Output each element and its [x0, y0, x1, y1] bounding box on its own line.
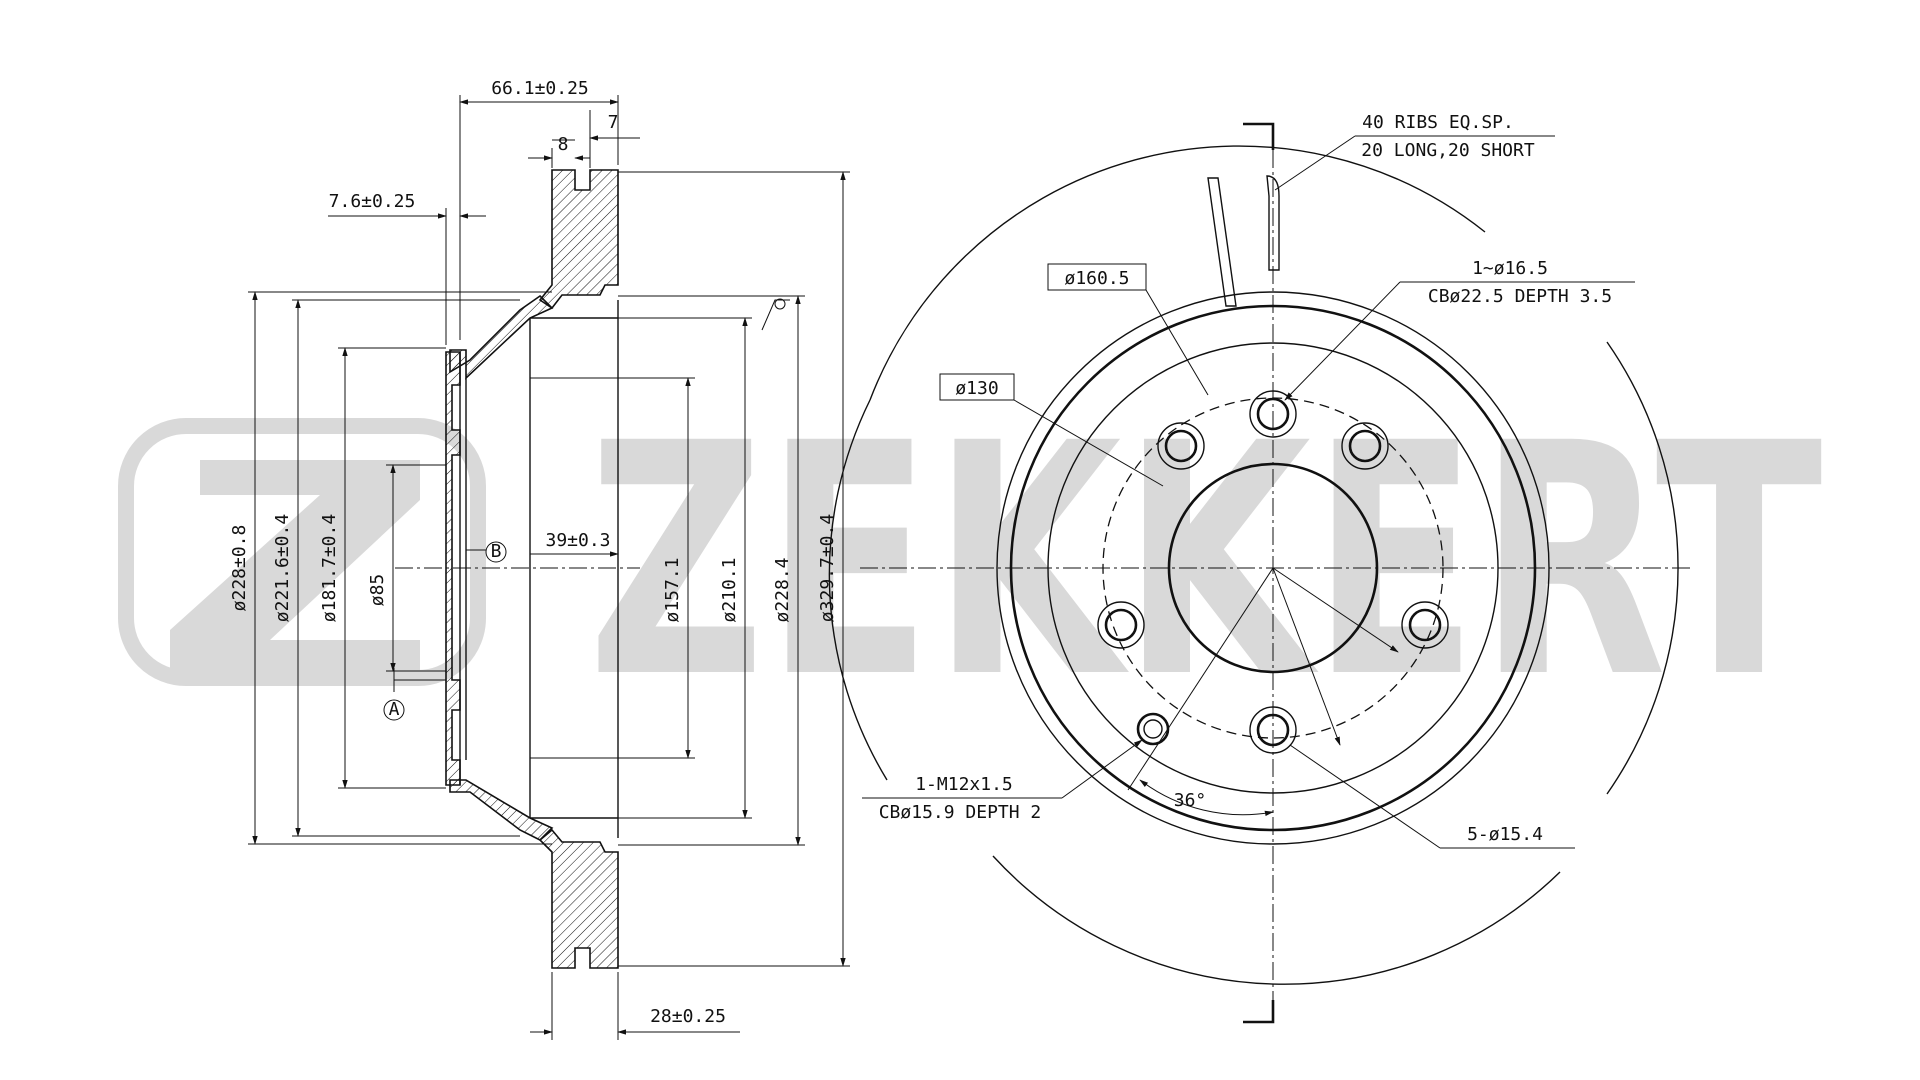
- dim-d181-7: ø181.7±0.4: [319, 347, 446, 789]
- dim-d157-1: ø157.1: [530, 377, 695, 759]
- bolt-hole-lower-right: [1401, 601, 1449, 649]
- dim-disc-thickness-label: 28±0.25: [650, 1006, 726, 1027]
- dim-d228-4-label: ø228.4: [772, 557, 793, 622]
- dim-hub-depth-label: 66.1±0.25: [491, 78, 589, 99]
- disc-outer-arc-bottom: [992, 855, 1561, 985]
- bolt-hole-upper-right: [1341, 422, 1389, 470]
- bolt-hole-bottom: [1249, 706, 1297, 754]
- dim-d228-4: ø228.4: [618, 295, 805, 846]
- section-marker-bottom: [1243, 1000, 1275, 1024]
- dim-flange-thickness: 7.6±0.25: [328, 191, 486, 345]
- callout-pcd-outer: ø160.5: [1047, 263, 1341, 746]
- dim-d221-6-label: ø221.6±0.4: [272, 514, 293, 622]
- watermark: ZEKKERT: [118, 376, 1824, 748]
- dim-d221-6: ø221.6±0.4: [272, 299, 520, 837]
- bolt-hole-top: [1249, 390, 1297, 438]
- callout-single-hole-line2: CBø22.5 DEPTH 3.5: [1428, 286, 1612, 307]
- dim-d210-1: ø210.1: [618, 317, 752, 819]
- surface-finish-mark: [761, 299, 790, 331]
- bolt-hole-upper-left: [1157, 422, 1205, 470]
- callout-ribs: 40 RIBS EQ.SP. 20 LONG,20 SHORT: [1274, 112, 1555, 191]
- dim-friction-face-label: 8: [558, 134, 569, 155]
- watermark-logo-z: [170, 460, 420, 670]
- dim-d181-7-label: ø181.7±0.4: [319, 514, 340, 622]
- front-view: 40 RIBS EQ.SP. 20 LONG,20 SHORT ø160.5 ø…: [828, 112, 1690, 1024]
- angle-label: 36°: [1174, 790, 1207, 811]
- callout-ribs-line2: 20 LONG,20 SHORT: [1361, 140, 1535, 161]
- bolt-hole-lower-left: [1097, 601, 1145, 649]
- callout-thread-line1: 1-M12x1.5: [915, 774, 1013, 795]
- lower-friction-ring: [538, 828, 619, 969]
- datum-b: B: [465, 538, 507, 563]
- rib-short: [1266, 175, 1280, 271]
- callout-pcd-inner: ø130: [939, 373, 1399, 653]
- dim-d85-label: ø85: [367, 574, 388, 607]
- disc-outer-arc-left: [828, 399, 888, 781]
- side-view: 66.1±0.25 8 7 7.6±0.25 39±0.3: [229, 78, 850, 1040]
- watermark-text: ZEKKERT: [588, 376, 1824, 748]
- lower-hat-wall: [449, 779, 554, 841]
- callout-pcd-outer-label: ø160.5: [1064, 268, 1129, 289]
- dim-flange-thickness-label: 7.6±0.25: [329, 191, 416, 212]
- dim-d228-label: ø228±0.8: [229, 525, 250, 612]
- callout-single-hole-line1: 1~ø16.5: [1472, 258, 1548, 279]
- rib-long: [1207, 177, 1237, 307]
- section-marker-top: [1243, 122, 1275, 150]
- callout-pcd-inner-label: ø130: [955, 378, 998, 399]
- dim-d329-7-label: ø329.7±0.4: [817, 514, 838, 622]
- dim-rib-gap-label: 7: [608, 112, 619, 133]
- callout-bolt-holes-label: 5-ø15.4: [1467, 824, 1543, 845]
- disc-outer-arc-top: [869, 145, 1486, 401]
- callout-thread-line2: CBø15.9 DEPTH 2: [879, 802, 1042, 823]
- watermark-logo-frame: [118, 418, 486, 686]
- dim-d210-1-label: ø210.1: [719, 557, 740, 622]
- dim-disc-thickness: 28±0.25: [530, 972, 740, 1040]
- dim-hat-depth: 39±0.3: [530, 530, 619, 557]
- callout-thread: 1-M12x1.5 CBø15.9 DEPTH 2: [862, 739, 1143, 823]
- datum-a: A: [383, 668, 446, 721]
- dim-ribs: 8 7: [528, 110, 640, 168]
- angle-dimension: 36°: [1127, 567, 1274, 817]
- dim-d329-7: ø329.7±0.4: [618, 171, 850, 967]
- upper-friction-ring: [538, 169, 619, 310]
- dim-hat-depth-label: 39±0.3: [545, 530, 610, 551]
- datum-b-label: B: [491, 541, 502, 562]
- datum-a-label: A: [389, 699, 400, 720]
- dim-d85: ø85: [367, 464, 446, 672]
- dim-d228: ø228±0.8: [229, 291, 552, 845]
- dim-d157-1-label: ø157.1: [662, 557, 683, 622]
- callout-single-hole: 1~ø16.5 CBø22.5 DEPTH 3.5: [1284, 258, 1635, 401]
- callout-bolt-holes: 5-ø15.4: [1289, 744, 1575, 849]
- upper-hat-wall: [449, 294, 554, 380]
- callout-ribs-line1: 40 RIBS EQ.SP.: [1362, 112, 1514, 133]
